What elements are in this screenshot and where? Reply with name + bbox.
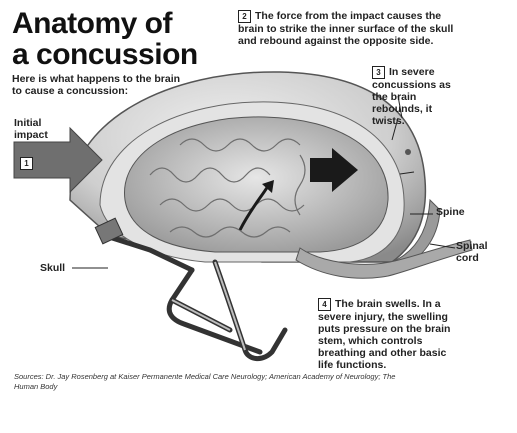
label-spine: Spine (436, 206, 465, 218)
step-text: The brain swells. In a severe injury, th… (318, 298, 450, 371)
label-spinal-cord: Spinal cord (456, 240, 506, 264)
title-line-1: Anatomy of (12, 8, 198, 39)
intro-text: Here is what happens to the brain to cau… (12, 73, 182, 97)
step-1-marker: 1 (20, 157, 37, 170)
label-initial-impact: Initial impact (14, 117, 64, 141)
step-text: The force from the impact causes the bra… (238, 10, 453, 47)
face-mask-highlight (172, 262, 245, 350)
step-number: 1 (20, 157, 33, 170)
label-skull: Skull (40, 262, 65, 274)
page-title: Anatomy of a concussion (12, 8, 198, 70)
step-number: 3 (372, 66, 385, 79)
step-number: 2 (238, 10, 251, 23)
step-number: 4 (318, 298, 331, 311)
title-line-2: a concussion (12, 39, 198, 70)
sources-credit: Sources: Dr. Jay Rosenberg at Kaiser Per… (14, 372, 414, 392)
helmet-rivet (405, 149, 411, 155)
